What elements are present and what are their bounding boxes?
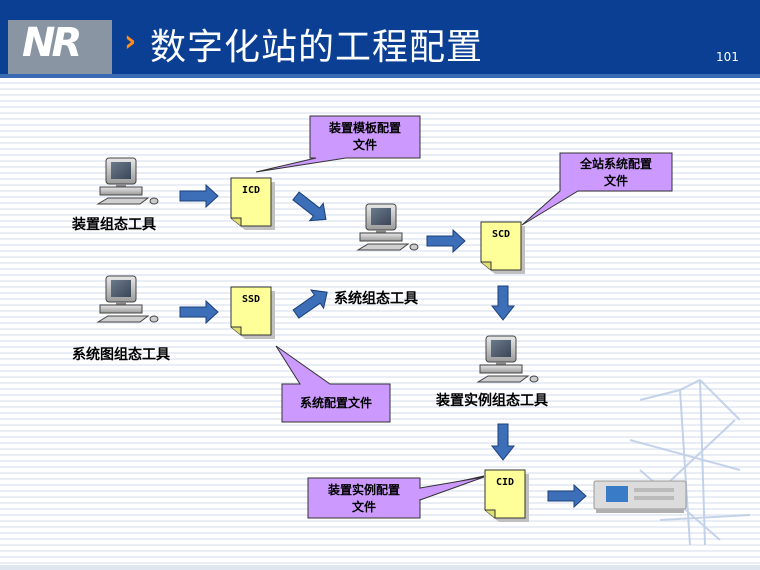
system-config-tool-label: 系统组态工具	[334, 291, 418, 307]
slide-header	[0, 0, 760, 78]
ssd-label: SSD	[242, 294, 260, 305]
callout-template-line2: 文件	[352, 138, 377, 152]
device-instance-tool-label: 装置实例组态工具	[436, 393, 548, 409]
arrow-icd-to-system	[292, 191, 327, 222]
icd-label: ICD	[242, 185, 260, 196]
protection-device-icon	[593, 480, 687, 513]
cid-label: CID	[496, 477, 514, 488]
slide-title: 数字化站的工程配置	[150, 27, 484, 68]
device-config-tool-label: 装置组态工具	[72, 217, 156, 233]
arrow-device-to-icd	[179, 183, 219, 209]
footer-line	[0, 565, 760, 570]
header-underline	[0, 74, 760, 78]
callout-instance-line1: 装置实例配置	[327, 483, 400, 497]
logo-background	[8, 20, 112, 74]
callout-station-shape	[521, 152, 673, 226]
system-config-computer-icon	[357, 203, 419, 251]
arrow-ssd-to-system	[292, 289, 328, 319]
callout-station-text: 全站系统配置 文件	[560, 156, 672, 190]
arrow-scd-to-instance	[490, 285, 516, 321]
callout-template-shape	[255, 115, 421, 173]
arrow-diagram-to-ssd	[179, 299, 219, 325]
device-config-computer-icon	[97, 157, 159, 205]
callout-station-line2: 文件	[603, 174, 628, 188]
device-instance-computer-icon	[477, 335, 539, 383]
arrow-instance-to-cid	[490, 423, 516, 461]
callout-system-file-shape	[275, 345, 391, 423]
arrow-system-to-scd	[426, 228, 466, 254]
callout-system-file-text: 系统配置文件	[299, 396, 372, 410]
nr-logo: NR	[22, 20, 82, 66]
callout-instance-text: 装置实例配置 文件	[308, 482, 420, 516]
system-diagram-computer-icon	[97, 275, 159, 323]
callout-station-line1: 全站系统配置	[579, 157, 652, 171]
page-number: 101	[716, 50, 739, 64]
title-chevron-icon: ›	[124, 24, 137, 59]
system-diagram-tool-label: 系统图组态工具	[72, 347, 170, 363]
arrow-cid-to-device	[547, 483, 587, 509]
callout-template-text: 装置模板配置 文件	[310, 120, 420, 154]
callout-instance-line2: 文件	[351, 500, 376, 514]
callout-instance-box	[307, 477, 421, 519]
callout-template-line1: 装置模板配置	[328, 121, 401, 135]
scd-label: SCD	[492, 229, 510, 240]
